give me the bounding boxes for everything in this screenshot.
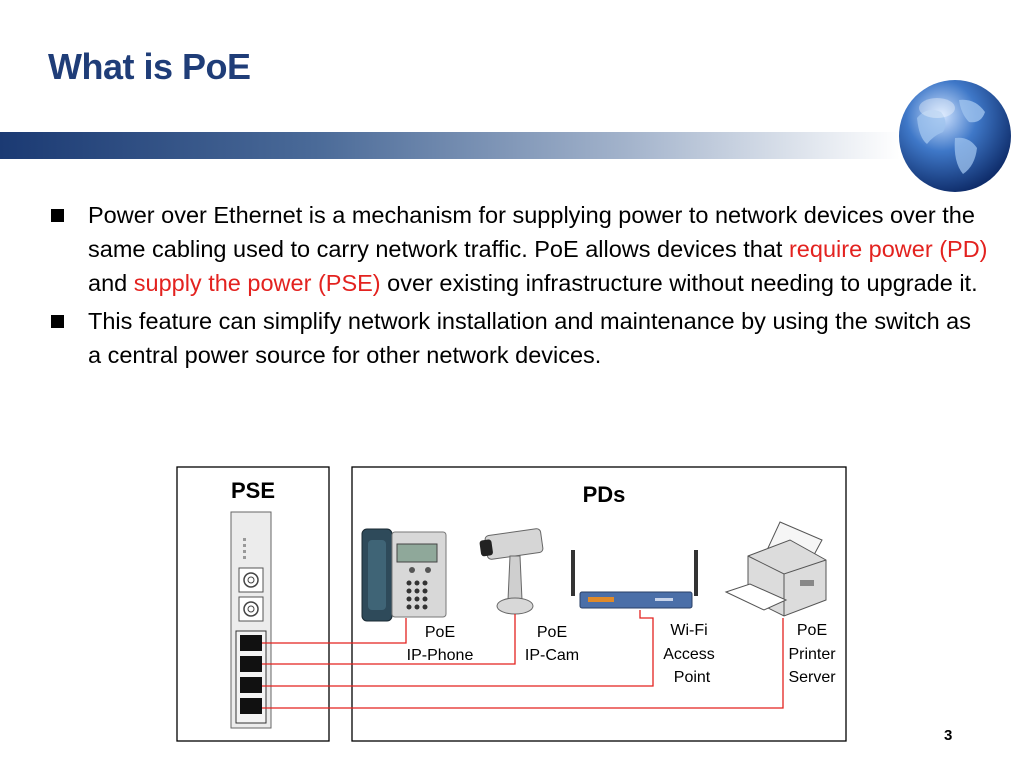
- bullet-square-icon: [51, 315, 64, 328]
- bullet-list: Power over Ethernet is a mechanism for s…: [48, 198, 988, 376]
- ip-camera-icon: [479, 528, 544, 615]
- pds-label: PDs: [583, 482, 626, 507]
- bullet-text: This feature can simplify network instal…: [88, 308, 972, 368]
- device-label-line: PoE: [425, 624, 455, 641]
- ip-phone-icon: [361, 528, 447, 622]
- printer-icon: [724, 521, 827, 617]
- slide-title: What is PoE: [48, 46, 251, 87]
- pse-label: PSE: [231, 478, 275, 503]
- wifi-access-point-icon: [571, 550, 698, 609]
- device-label-line: PoE: [797, 622, 827, 639]
- bullet-square-icon: [51, 209, 64, 222]
- device-label-line: IP-Cam: [525, 647, 579, 664]
- device-label-line: Wi-Fi: [670, 622, 707, 639]
- bullet-item: Power over Ethernet is a mechanism for s…: [48, 198, 988, 300]
- highlight-pd: require power (PD): [788, 236, 988, 262]
- device-label-line: IP-Phone: [407, 647, 474, 664]
- device-label-line: PoE: [537, 624, 567, 641]
- device-label-line: Server: [788, 669, 836, 686]
- highlight-pse: supply the power (PSE): [133, 270, 381, 296]
- device-label-line: Access: [663, 646, 715, 663]
- bullet-text: and: [88, 270, 134, 296]
- bullet-text: over existing infrastructure without nee…: [380, 270, 978, 296]
- cables: [262, 610, 784, 709]
- title-underline-bar: [0, 132, 900, 159]
- bullet-item: This feature can simplify network instal…: [48, 304, 988, 372]
- device-label-line: Printer: [788, 646, 836, 663]
- globe-icon: [899, 80, 1011, 192]
- bullet-text: Power over Ethernet is a mechanism for s…: [88, 202, 975, 262]
- page-number: 3: [944, 727, 953, 744]
- device-label-line: Point: [674, 669, 711, 686]
